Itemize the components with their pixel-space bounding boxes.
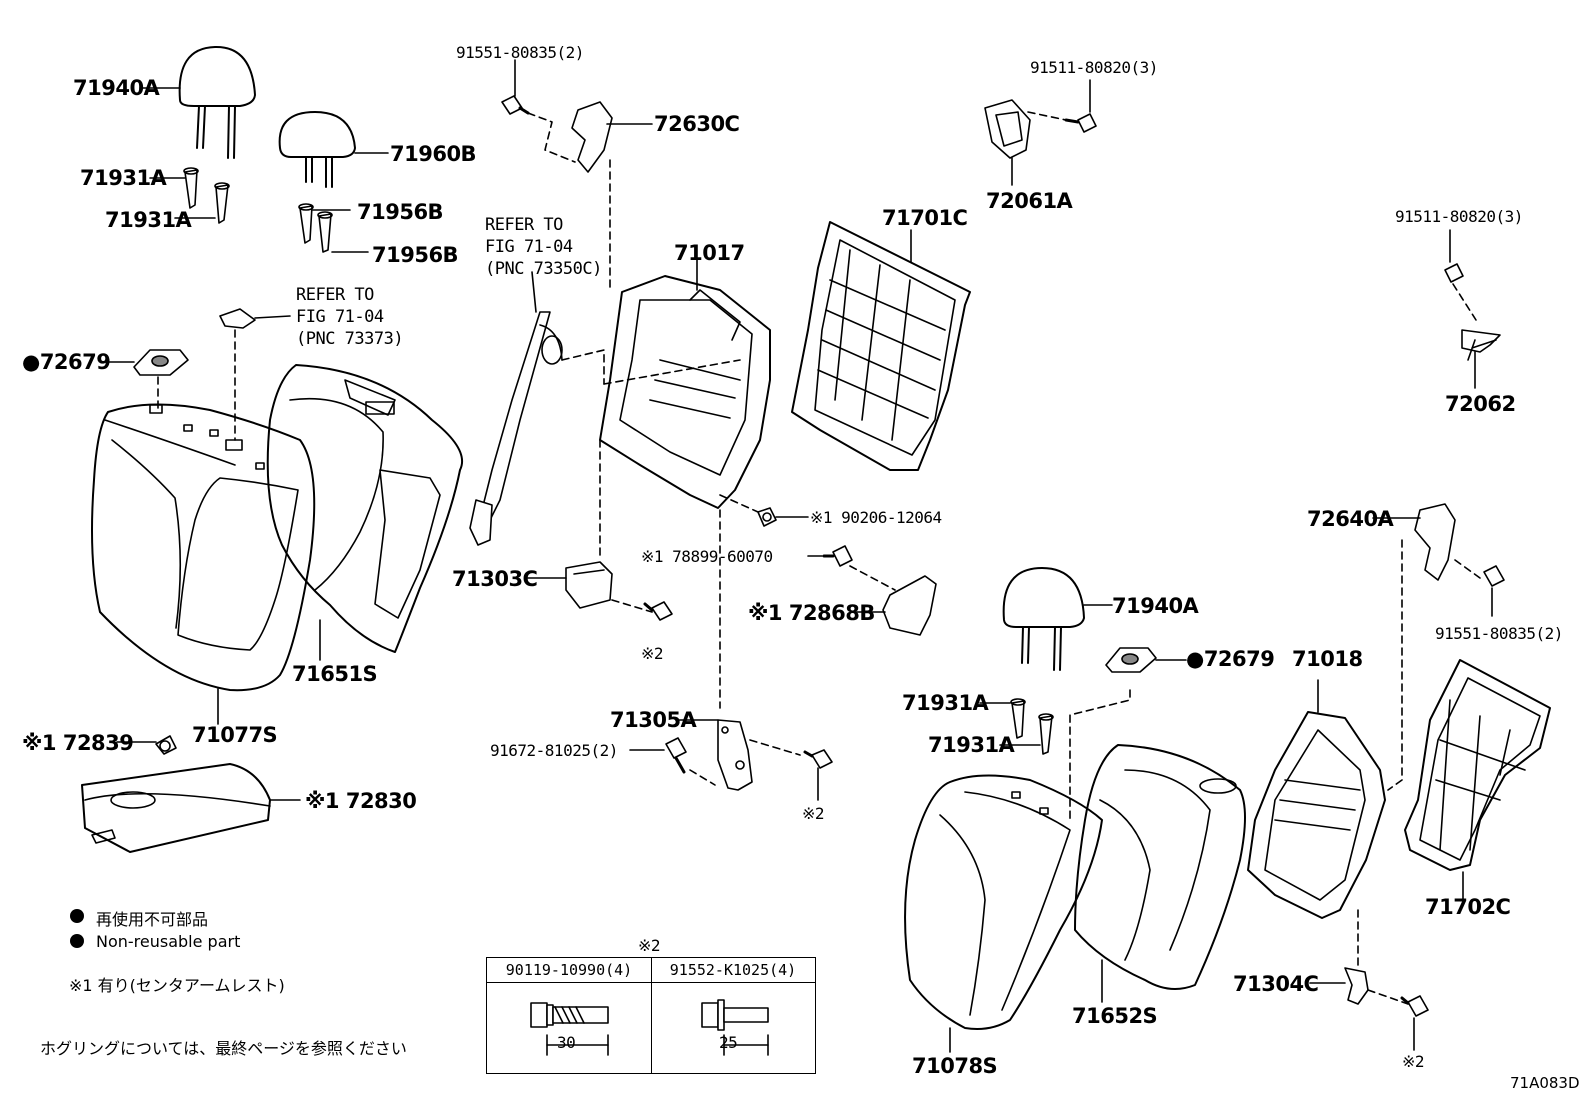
bolt-fastener-2c xyxy=(1400,995,1429,1051)
fastener-length-25: 25 xyxy=(719,1033,738,1052)
callout-71652S: 71652S xyxy=(1072,1004,1158,1028)
callout-71651S: 71651S xyxy=(292,662,378,686)
legend-nonreusable-jp: 再使用不可部品 xyxy=(96,910,209,929)
callout-72679-right: ●72679 xyxy=(1186,647,1275,671)
seatback-cover-71078S xyxy=(904,774,1103,1053)
headrest-71940A-top xyxy=(139,45,256,159)
hinge-72630C xyxy=(571,101,653,293)
callout-91672-81025: 91672-81025(2) xyxy=(490,741,618,760)
callout-71931A-4: 71931A xyxy=(928,733,1015,757)
callout-71940A-top: 71940A xyxy=(73,76,160,100)
note-center-armrest: ※1 有り(センタアームレスト) xyxy=(69,976,285,995)
seatback-pad-71652S xyxy=(1074,744,1246,1003)
clip-72679-right xyxy=(1069,647,1187,821)
hinge-72640A xyxy=(1372,503,1481,791)
callout-71701C: 71701C xyxy=(882,206,968,230)
callout-71931A-3: 71931A xyxy=(902,691,989,715)
callout-71956B-2: 71956B xyxy=(372,243,459,267)
refer-to-note-73350C: REFER TO FIG 71-04 (PNC 73350C) xyxy=(485,215,602,279)
fastener-91552-drawing xyxy=(701,999,769,1056)
bolt-78899 xyxy=(807,545,896,591)
fastener-col-91552: 91552-K1025(4) 25 xyxy=(651,958,815,1073)
seatback-frame-71018 xyxy=(1247,679,1386,971)
callout-72630C: 72630C xyxy=(654,112,740,136)
callout-71940A-right: 71940A xyxy=(1112,594,1199,618)
center-armrest-72830 xyxy=(81,763,301,853)
headrest-guide-71931A-left xyxy=(149,167,230,224)
callout-71702C: 71702C xyxy=(1425,895,1511,919)
bracket-71304C xyxy=(1309,967,1409,1005)
headrest-71940A-right xyxy=(1002,567,1113,671)
clip-72679-left xyxy=(103,349,189,411)
note-hog-ring: ホグリングについては、最終ページを参照ください xyxy=(40,1039,407,1058)
seatback-frame-71017 xyxy=(599,259,771,709)
bracket-71303C xyxy=(527,561,653,613)
back-board-71701C xyxy=(791,221,971,471)
callout-71960B: 71960B xyxy=(390,142,477,166)
callout-72640A: 72640A xyxy=(1307,507,1394,531)
fastener-table-mark: ※2 xyxy=(638,936,661,955)
bolt-72839 xyxy=(116,735,177,755)
callout-71956B-1: 71956B xyxy=(357,200,444,224)
legend-dot-jp xyxy=(70,909,84,923)
nut-90206 xyxy=(757,507,809,527)
fastener-part-91552: 91552-K1025(4) xyxy=(651,958,815,983)
legend-dot-en xyxy=(70,934,84,948)
fastener-table: 90119-10990(4) 30 91552-K1025(4) 25 xyxy=(486,957,816,1074)
callout-71931A-2: 71931A xyxy=(105,208,192,232)
clip-73373 xyxy=(219,308,291,441)
headrest-guide-71956B xyxy=(298,203,369,253)
fastener-col-90119: 90119-10990(4) 30 xyxy=(487,958,652,1073)
callout-91511-80820-top: 91511-80820(3) xyxy=(1030,58,1158,77)
callout-71077S: 71077S xyxy=(192,723,278,747)
callout-72061A: 72061A xyxy=(986,189,1073,213)
bolt-91551-right xyxy=(1483,565,1505,617)
callout-72839: ※1 72839 xyxy=(22,731,134,755)
callout-90206-12064: ※1 90206-12064 xyxy=(810,508,942,527)
bolt-fastener-2b xyxy=(803,749,833,801)
bolt-91672 xyxy=(629,737,687,774)
callout-71305A: 71305A xyxy=(610,708,697,732)
callout-91551-80835-right: 91551-80835(2) xyxy=(1435,624,1563,643)
bolt-91511-top xyxy=(1027,79,1097,133)
callout-71931A-1: 71931A xyxy=(80,166,167,190)
callout-72830: ※1 72830 xyxy=(305,789,417,813)
bracket-72061A xyxy=(984,99,1031,186)
callout-91551-80835-top: 91551-80835(2) xyxy=(456,43,584,62)
back-board-71702C xyxy=(1404,659,1551,901)
callout-72679-left: ●72679 xyxy=(22,350,111,374)
callout-72062: 72062 xyxy=(1445,392,1516,416)
refer-to-note-73373: REFER TO FIG 71-04 (PNC 73373) xyxy=(296,285,404,349)
callout-78899-60070: ※1 78899-60070 xyxy=(641,547,773,566)
callout-71078S: 71078S xyxy=(912,1054,998,1078)
bolt-91511-right xyxy=(1444,229,1477,321)
fastener-90119-drawing xyxy=(530,1002,609,1056)
callout-fastener-2-b: ※2 xyxy=(802,804,825,823)
bracket-71305A xyxy=(675,719,801,791)
callout-fastener-2-c: ※2 xyxy=(1402,1052,1425,1071)
callout-71018: 71018 xyxy=(1292,647,1363,671)
cover-72868B xyxy=(854,575,937,636)
callout-fastener-2-a: ※2 xyxy=(641,644,664,663)
headrest-guide-71931A-right xyxy=(979,698,1054,755)
callout-71303C: 71303C xyxy=(452,567,538,591)
callout-91511-80820-right: 91511-80820(3) xyxy=(1395,207,1523,226)
legend-nonreusable-en: Non-reusable part xyxy=(96,932,241,951)
figure-code: 71A083D xyxy=(1510,1074,1580,1092)
fastener-length-30: 30 xyxy=(557,1033,576,1052)
bolt-71303C-fastener xyxy=(643,601,673,621)
callout-71017: 71017 xyxy=(674,241,745,265)
bolt-91551-top xyxy=(501,59,576,163)
callout-72868B: ※1 72868B xyxy=(748,601,875,625)
fastener-part-90119: 90119-10990(4) xyxy=(487,958,651,983)
seatbelt-73350C xyxy=(469,271,605,546)
bracket-72062 xyxy=(1461,329,1501,389)
headrest-71960B xyxy=(278,111,389,188)
seatback-cover-71077S xyxy=(91,403,316,725)
callout-71304C: 71304C xyxy=(1233,972,1319,996)
seatback-pad-71651S xyxy=(266,364,464,661)
